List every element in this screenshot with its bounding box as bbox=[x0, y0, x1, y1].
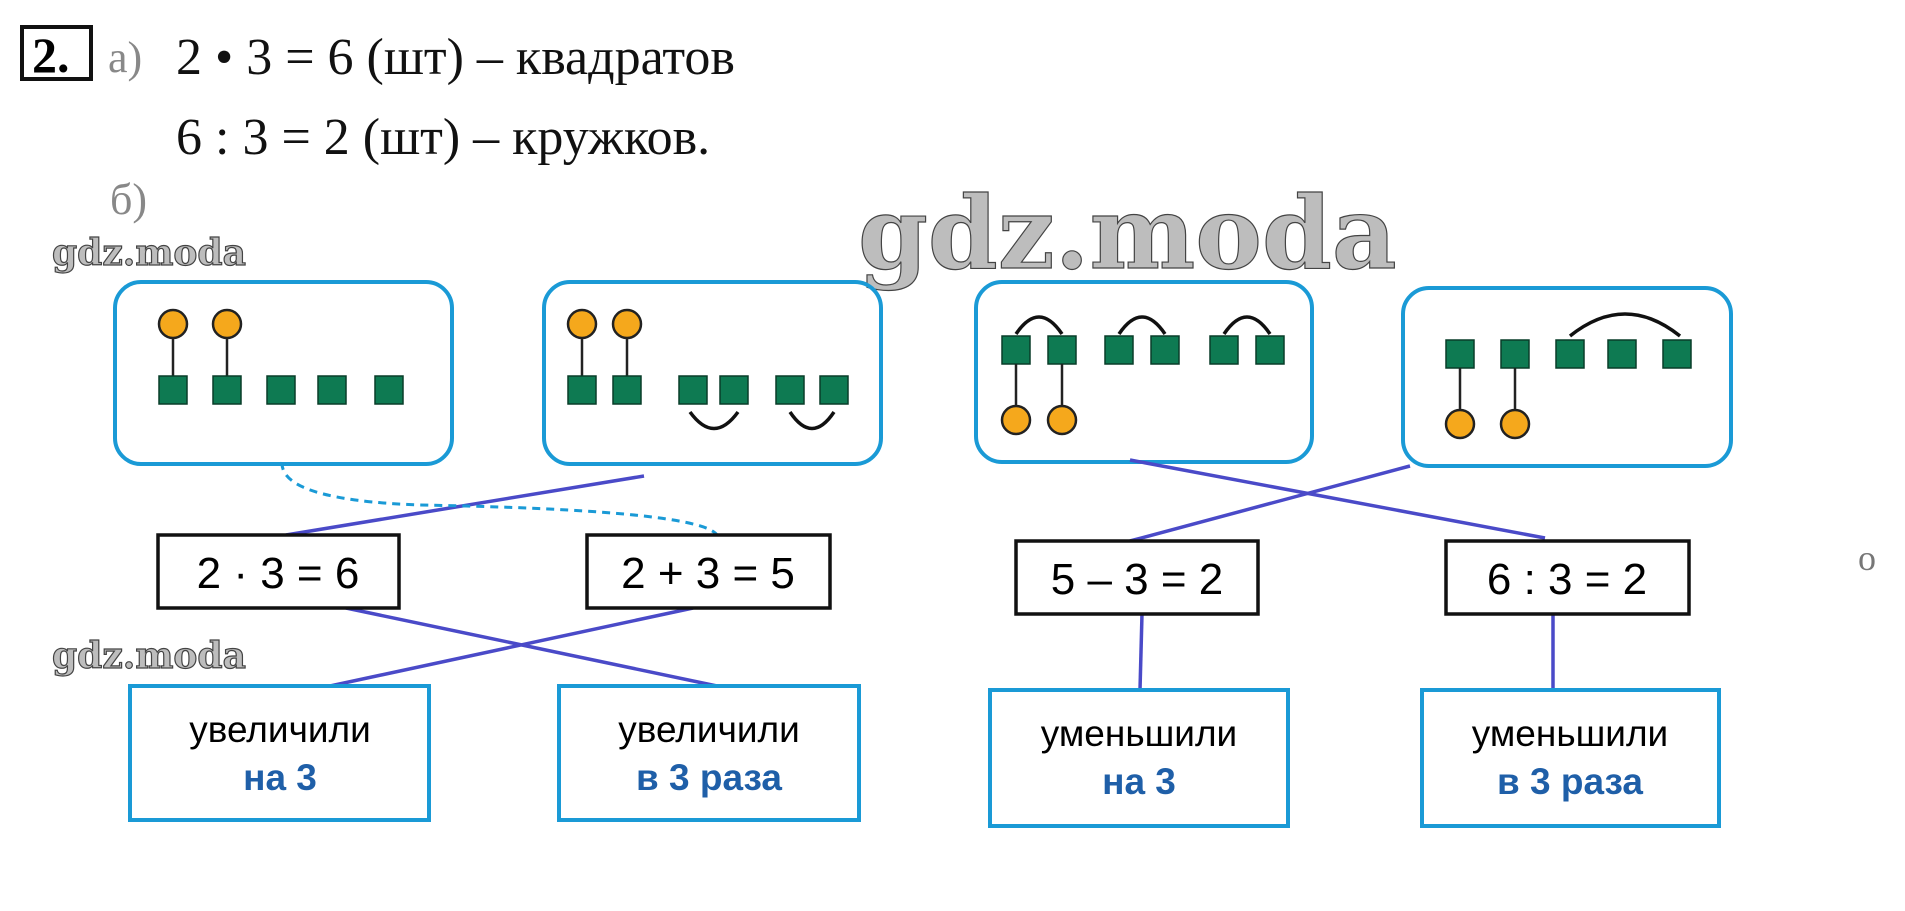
task-number: 2. bbox=[32, 27, 70, 83]
figure-1 bbox=[157, 308, 404, 405]
stray-letter: о bbox=[1858, 538, 1876, 578]
equation-4: 6 : 3 = 2 bbox=[1487, 555, 1647, 604]
arc-icon bbox=[788, 411, 836, 431]
result-1-amount: на 3 bbox=[243, 757, 317, 798]
equation-box-3 bbox=[1014, 539, 1260, 616]
square-icon bbox=[612, 375, 642, 405]
arc-icon bbox=[1222, 315, 1272, 335]
square-icon bbox=[819, 375, 849, 405]
task-number-box bbox=[20, 25, 93, 81]
solution-line-2: 6 : 3 = 2 (шт) – кружков. bbox=[176, 109, 710, 166]
circle-icon bbox=[1499, 408, 1531, 440]
group-frame-3 bbox=[974, 280, 1314, 464]
solution-line-1: 2 • 3 = 6 (шт) – квадратов bbox=[176, 29, 735, 86]
square-icon bbox=[1445, 339, 1475, 369]
equation-box-4 bbox=[1444, 539, 1691, 616]
part-b-label: б) bbox=[110, 175, 147, 224]
group-frame-1 bbox=[113, 280, 454, 466]
figure-2 bbox=[566, 308, 849, 431]
result-3-amount: на 3 bbox=[1102, 761, 1176, 802]
square-icon bbox=[719, 375, 749, 405]
result-1-verb: увеличили bbox=[189, 709, 371, 750]
figure-4 bbox=[1444, 312, 1692, 440]
part-a-label: а) bbox=[108, 33, 142, 82]
circle-icon bbox=[1000, 404, 1032, 436]
square-icon bbox=[266, 375, 296, 405]
watermark-large: gdz.moda bbox=[858, 174, 1397, 292]
square-icon bbox=[775, 375, 805, 405]
group-frame-2 bbox=[542, 280, 883, 466]
square-icon bbox=[1150, 335, 1180, 365]
square-icon bbox=[1607, 339, 1637, 369]
equation-box-2 bbox=[585, 533, 832, 610]
square-icon bbox=[212, 375, 242, 405]
equation-3: 5 – 3 = 2 bbox=[1051, 555, 1223, 604]
square-icon bbox=[158, 375, 188, 405]
figure-3 bbox=[1000, 315, 1285, 436]
result-4-amount: в 3 раза bbox=[1497, 761, 1643, 802]
circle-icon bbox=[566, 308, 598, 340]
equation-1: 2 · 3 = 6 bbox=[197, 549, 360, 598]
circle-icon bbox=[211, 308, 243, 340]
square-icon bbox=[1047, 335, 1077, 365]
square-icon bbox=[317, 375, 347, 405]
square-icon bbox=[374, 375, 404, 405]
square-icon bbox=[1255, 335, 1285, 365]
watermark-small-2: gdz.moda bbox=[52, 635, 246, 677]
result-box-2 bbox=[557, 684, 861, 822]
equation-2: 2 + 3 = 5 bbox=[621, 549, 795, 598]
circle-icon bbox=[1444, 408, 1476, 440]
result-2-amount: в 3 раза bbox=[636, 757, 782, 798]
connector-lines bbox=[280, 458, 1555, 691]
square-icon bbox=[1104, 335, 1134, 365]
arc-icon bbox=[1014, 315, 1064, 335]
square-icon bbox=[1662, 339, 1692, 369]
square-icon bbox=[1001, 335, 1031, 365]
square-icon bbox=[678, 375, 708, 405]
arc-icon bbox=[1117, 315, 1167, 335]
result-box-3 bbox=[988, 688, 1290, 828]
equation-box-1 bbox=[156, 533, 401, 610]
watermark-small-1: gdz.moda bbox=[52, 232, 246, 274]
arc-icon bbox=[688, 410, 740, 431]
result-4-verb: уменьшили bbox=[1472, 713, 1668, 754]
circle-icon bbox=[157, 308, 189, 340]
square-icon bbox=[1500, 339, 1530, 369]
square-icon bbox=[567, 375, 597, 405]
square-icon bbox=[1555, 339, 1585, 369]
result-box-1 bbox=[128, 684, 431, 822]
square-icon bbox=[1209, 335, 1239, 365]
arc-icon bbox=[1568, 312, 1682, 338]
circle-icon bbox=[1046, 404, 1078, 436]
result-3-verb: уменьшили bbox=[1041, 713, 1237, 754]
result-2-verb: увеличили bbox=[618, 709, 800, 750]
result-box-4 bbox=[1420, 688, 1721, 828]
group-frame-4 bbox=[1401, 286, 1733, 468]
circle-icon bbox=[611, 308, 643, 340]
